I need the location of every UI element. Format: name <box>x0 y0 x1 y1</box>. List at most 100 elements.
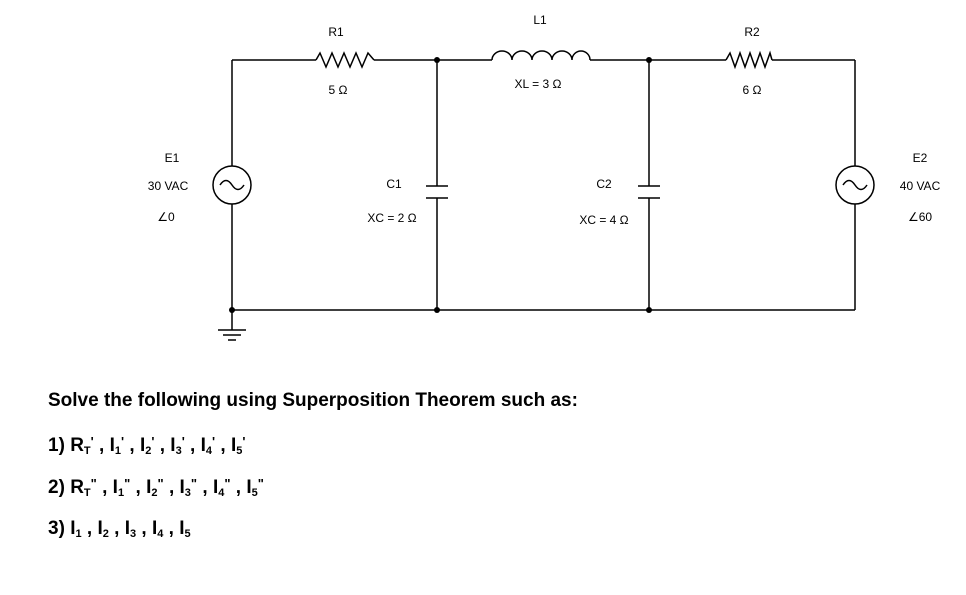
symbol-base: I <box>146 477 152 498</box>
symbol-base: I <box>70 518 76 539</box>
question-number: 3) <box>48 518 71 539</box>
symbol-prime: " <box>224 476 231 491</box>
r1-label: R1 <box>328 25 344 39</box>
ac-source-e1: E1 30 VAC ∠0 <box>148 151 252 224</box>
quantity-symbol: RT' <box>70 434 94 457</box>
symbol-base: I <box>109 435 115 456</box>
symbol-subscript: 3 <box>184 487 191 499</box>
symbol-base: I <box>112 477 118 498</box>
quantity-symbol: RT" <box>70 476 97 499</box>
ac-source-e2: E2 40 VAC ∠60 <box>835 151 941 224</box>
symbol-prime: " <box>90 476 97 491</box>
junction-dot <box>434 57 440 63</box>
question-item: 2) RT" , I1" , I2" , I3" , I4" , I5" <box>48 476 264 499</box>
problem-intro: Solve the following using Superposition … <box>48 390 578 411</box>
symbol-prime: ' <box>121 434 125 449</box>
question-item: 1) RT' , I1' , I2' , I3' , I4' , I5' <box>48 434 246 457</box>
question-list: 1) RT' , I1' , I2' , I3' , I4' , I5'2) R… <box>48 434 928 540</box>
r2-label: R2 <box>744 25 760 39</box>
symbol-subscript: 2 <box>102 528 109 540</box>
inductor-l1: L1 XL = 3 Ω <box>491 13 591 91</box>
c1-label: C1 <box>386 177 402 191</box>
capacitor-c1: C1 XC = 2 Ω <box>367 177 448 225</box>
symbol-prime: ' <box>212 434 216 449</box>
capacitor-c2: C2 XC = 4 Ω <box>579 177 660 227</box>
e1-label: E1 <box>165 151 180 165</box>
symbol-base: I <box>151 518 158 539</box>
quantity-symbol: I5" <box>246 476 264 499</box>
junction-dot <box>434 307 440 313</box>
r2-value: 6 Ω <box>743 83 762 97</box>
symbol-subscript: 1 <box>75 528 82 540</box>
quantity-symbol: I1 <box>70 518 82 540</box>
quantity-symbol: I1' <box>109 434 125 457</box>
quantity-symbol: I1" <box>112 476 131 499</box>
symbol-subscript: 4 <box>205 445 213 457</box>
e1-phase: ∠0 <box>157 210 175 224</box>
symbol-subscript: 2 <box>145 445 152 457</box>
question-item: 3) I1 , I2 , I3 , I4 , I5 <box>48 518 191 540</box>
symbol-prime: ' <box>181 434 185 449</box>
l1-label: L1 <box>533 13 547 27</box>
symbol-base: I <box>212 477 219 498</box>
symbol-base: I <box>124 518 130 539</box>
symbol-prime: ' <box>242 434 246 449</box>
junction-dot <box>646 57 652 63</box>
symbol-prime: " <box>157 476 164 491</box>
c2-value: XC = 4 Ω <box>579 213 628 227</box>
symbol-prime: " <box>190 476 198 491</box>
symbol-base: I <box>230 435 237 456</box>
quantity-symbol: I4 <box>151 518 164 540</box>
ground-icon <box>218 329 246 341</box>
symbol-subscript: 2 <box>151 487 158 499</box>
quantity-symbol: I5' <box>230 434 246 457</box>
symbol-subscript: 3 <box>129 528 137 540</box>
symbol-subscript: 3 <box>175 445 182 457</box>
symbol-prime: " <box>124 476 131 491</box>
e2-phase: ∠60 <box>908 210 932 224</box>
r1-value: 5 Ω <box>329 83 348 97</box>
symbol-subscript: 1 <box>117 487 125 499</box>
symbol-prime: ' <box>90 434 94 449</box>
symbol-prime: ' <box>151 434 155 449</box>
symbol-subscript: T <box>83 445 91 457</box>
quantity-symbol: I2 <box>97 518 109 540</box>
symbol-base: I <box>170 435 176 456</box>
junction-dot <box>229 307 235 313</box>
quantity-symbol: I3" <box>179 476 198 499</box>
l1-value: XL = 3 Ω <box>515 77 562 91</box>
resistor-r1: R1 5 Ω <box>315 25 375 97</box>
quantity-symbol: I4" <box>212 476 231 499</box>
symbol-base: I <box>179 518 185 539</box>
symbol-base: I <box>97 518 103 539</box>
junction-dot <box>646 307 652 313</box>
symbol-base: I <box>179 477 185 498</box>
circuit-diagram: R1 5 Ω L1 XL = 3 Ω R2 6 Ω C1 XC = 2 Ω C2… <box>148 13 941 341</box>
wires <box>231 59 856 330</box>
symbol-subscript: 5 <box>236 445 243 457</box>
symbol-subscript: 5 <box>184 528 191 540</box>
c1-value: XC = 2 Ω <box>367 211 416 225</box>
symbol-base: I <box>246 477 252 498</box>
quantity-symbol: I3 <box>124 518 137 540</box>
quantity-symbol: I2" <box>146 476 164 499</box>
symbol-subscript: T <box>83 487 91 499</box>
e2-value: 40 VAC <box>900 179 941 193</box>
e2-label: E2 <box>913 151 928 165</box>
symbol-base: I <box>139 435 146 456</box>
question-number: 2) <box>48 477 71 498</box>
resistor-r2: R2 6 Ω <box>725 25 773 97</box>
question-number: 1) <box>48 435 71 456</box>
symbol-base: R <box>70 435 84 456</box>
symbol-base: R <box>70 477 84 498</box>
symbol-prime: " <box>257 476 264 491</box>
c2-label: C2 <box>596 177 612 191</box>
quantity-symbol: I5 <box>179 518 191 540</box>
symbol-subscript: 1 <box>114 445 121 457</box>
quantity-symbol: I4' <box>201 434 216 457</box>
symbol-subscript: 5 <box>251 487 258 499</box>
symbol-subscript: 4 <box>218 487 225 499</box>
symbol-subscript: 4 <box>157 528 164 540</box>
problem-statement: Solve the following using Superposition … <box>48 390 928 559</box>
e1-value: 30 VAC <box>148 179 189 193</box>
